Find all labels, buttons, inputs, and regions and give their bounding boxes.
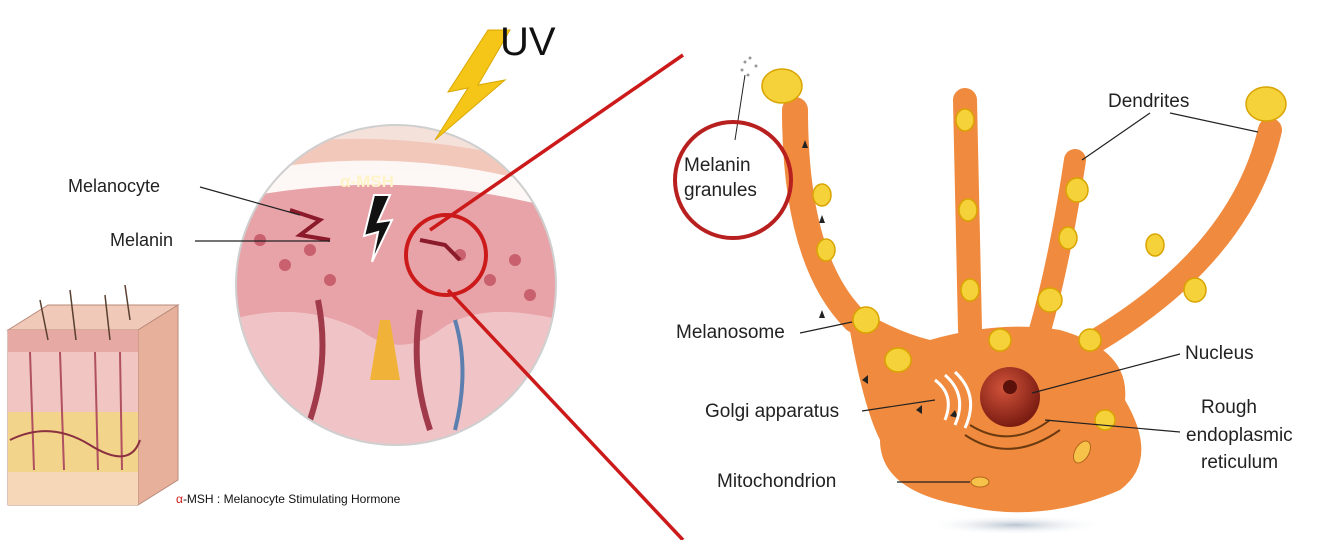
rough-er-label-line2: endoplasmic: [1186, 425, 1293, 446]
granule-dust: [741, 57, 758, 77]
melanin-granules-label-line2: granules: [684, 180, 757, 201]
msh-footnote: α-MSH : Melanocyte Stimulating Hormone: [176, 492, 401, 506]
melanocyte-cell: [795, 100, 1270, 512]
nucleus-label: Nucleus: [1185, 343, 1254, 364]
dendrites-label: Dendrites: [1108, 91, 1189, 112]
mitochondrion-label: Mitochondrion: [717, 471, 836, 492]
skin-block-illustration: [8, 285, 178, 505]
rough-er-label-line3: reticulum: [1201, 452, 1278, 473]
uv-lightning-icon: [435, 30, 510, 140]
rough-er-label-line1: Rough: [1201, 397, 1257, 418]
melanosome-label: Melanosome: [676, 322, 785, 343]
mitochondrion-shape-b: [971, 477, 989, 487]
footnote-alpha: α: [176, 492, 183, 506]
melanin-granules-label-line1: Melanin: [684, 155, 751, 176]
uv-label: UV: [500, 20, 556, 64]
golgi-label: Golgi apparatus: [705, 401, 839, 422]
footnote-text: -MSH : Melanocyte Stimulating Hormone: [183, 492, 401, 506]
nucleus-shape: [980, 367, 1040, 427]
msh-label: α-MSH: [340, 172, 394, 191]
melanocyte-label: Melanocyte: [68, 176, 160, 196]
dendrites-leader-left: [1082, 113, 1150, 160]
melanin-label: Melanin: [110, 230, 173, 250]
cell-shadow: [925, 515, 1105, 535]
dendrites-leader-right: [1170, 113, 1258, 132]
granule-leader-line: [735, 75, 745, 140]
nucleolus-shape: [1003, 380, 1017, 394]
